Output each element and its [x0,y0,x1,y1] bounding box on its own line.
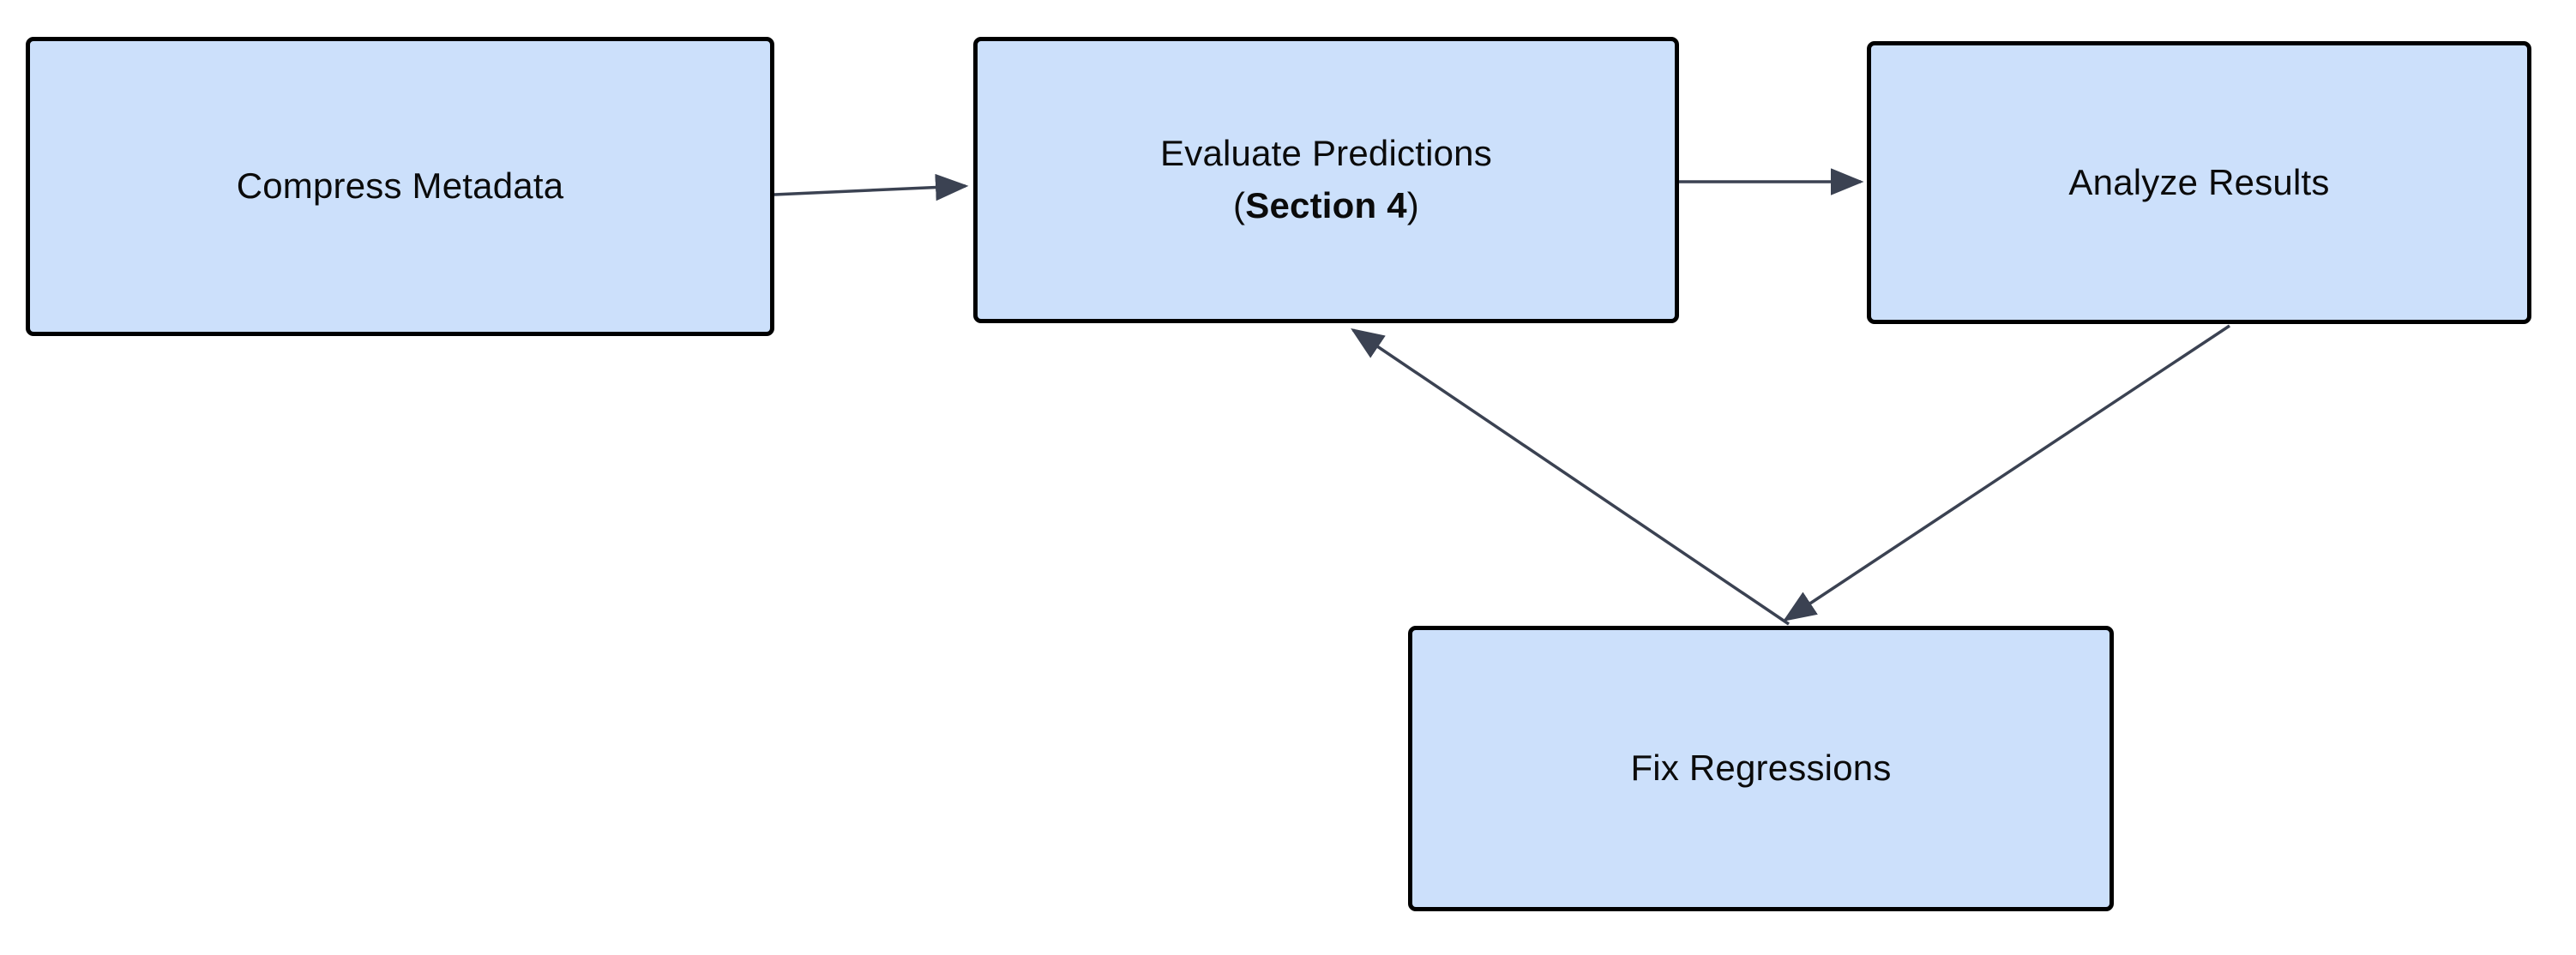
node-evaluate-predictions[interactable]: Evaluate Predictions (Section 4) [973,37,1679,323]
node-label-fix-regressions: Fix Regressions [1630,748,1892,789]
node-analyze-results[interactable]: Analyze Results [1867,41,2531,324]
node-label-evaluate-predictions: Evaluate Predictions [1160,133,1492,174]
node-label-compress-metadata: Compress Metadata [236,165,564,207]
node-fix-regressions[interactable]: Fix Regressions [1408,626,2114,911]
edge-compress-to-evaluate [773,173,969,201]
edge-analyze-to-fix [1783,324,2230,622]
paren-open: ( [1233,185,1246,225]
node-compress-metadata[interactable]: Compress Metadata [26,37,774,336]
edge-fix-to-evaluate [1351,328,1790,626]
node-label-analyze-results: Analyze Results [2068,161,2330,202]
node-label-evaluate-predictions-section: (Section 4) [1233,180,1419,232]
section-reference: Section 4 [1245,185,1407,225]
paren-close: ) [1406,185,1419,225]
